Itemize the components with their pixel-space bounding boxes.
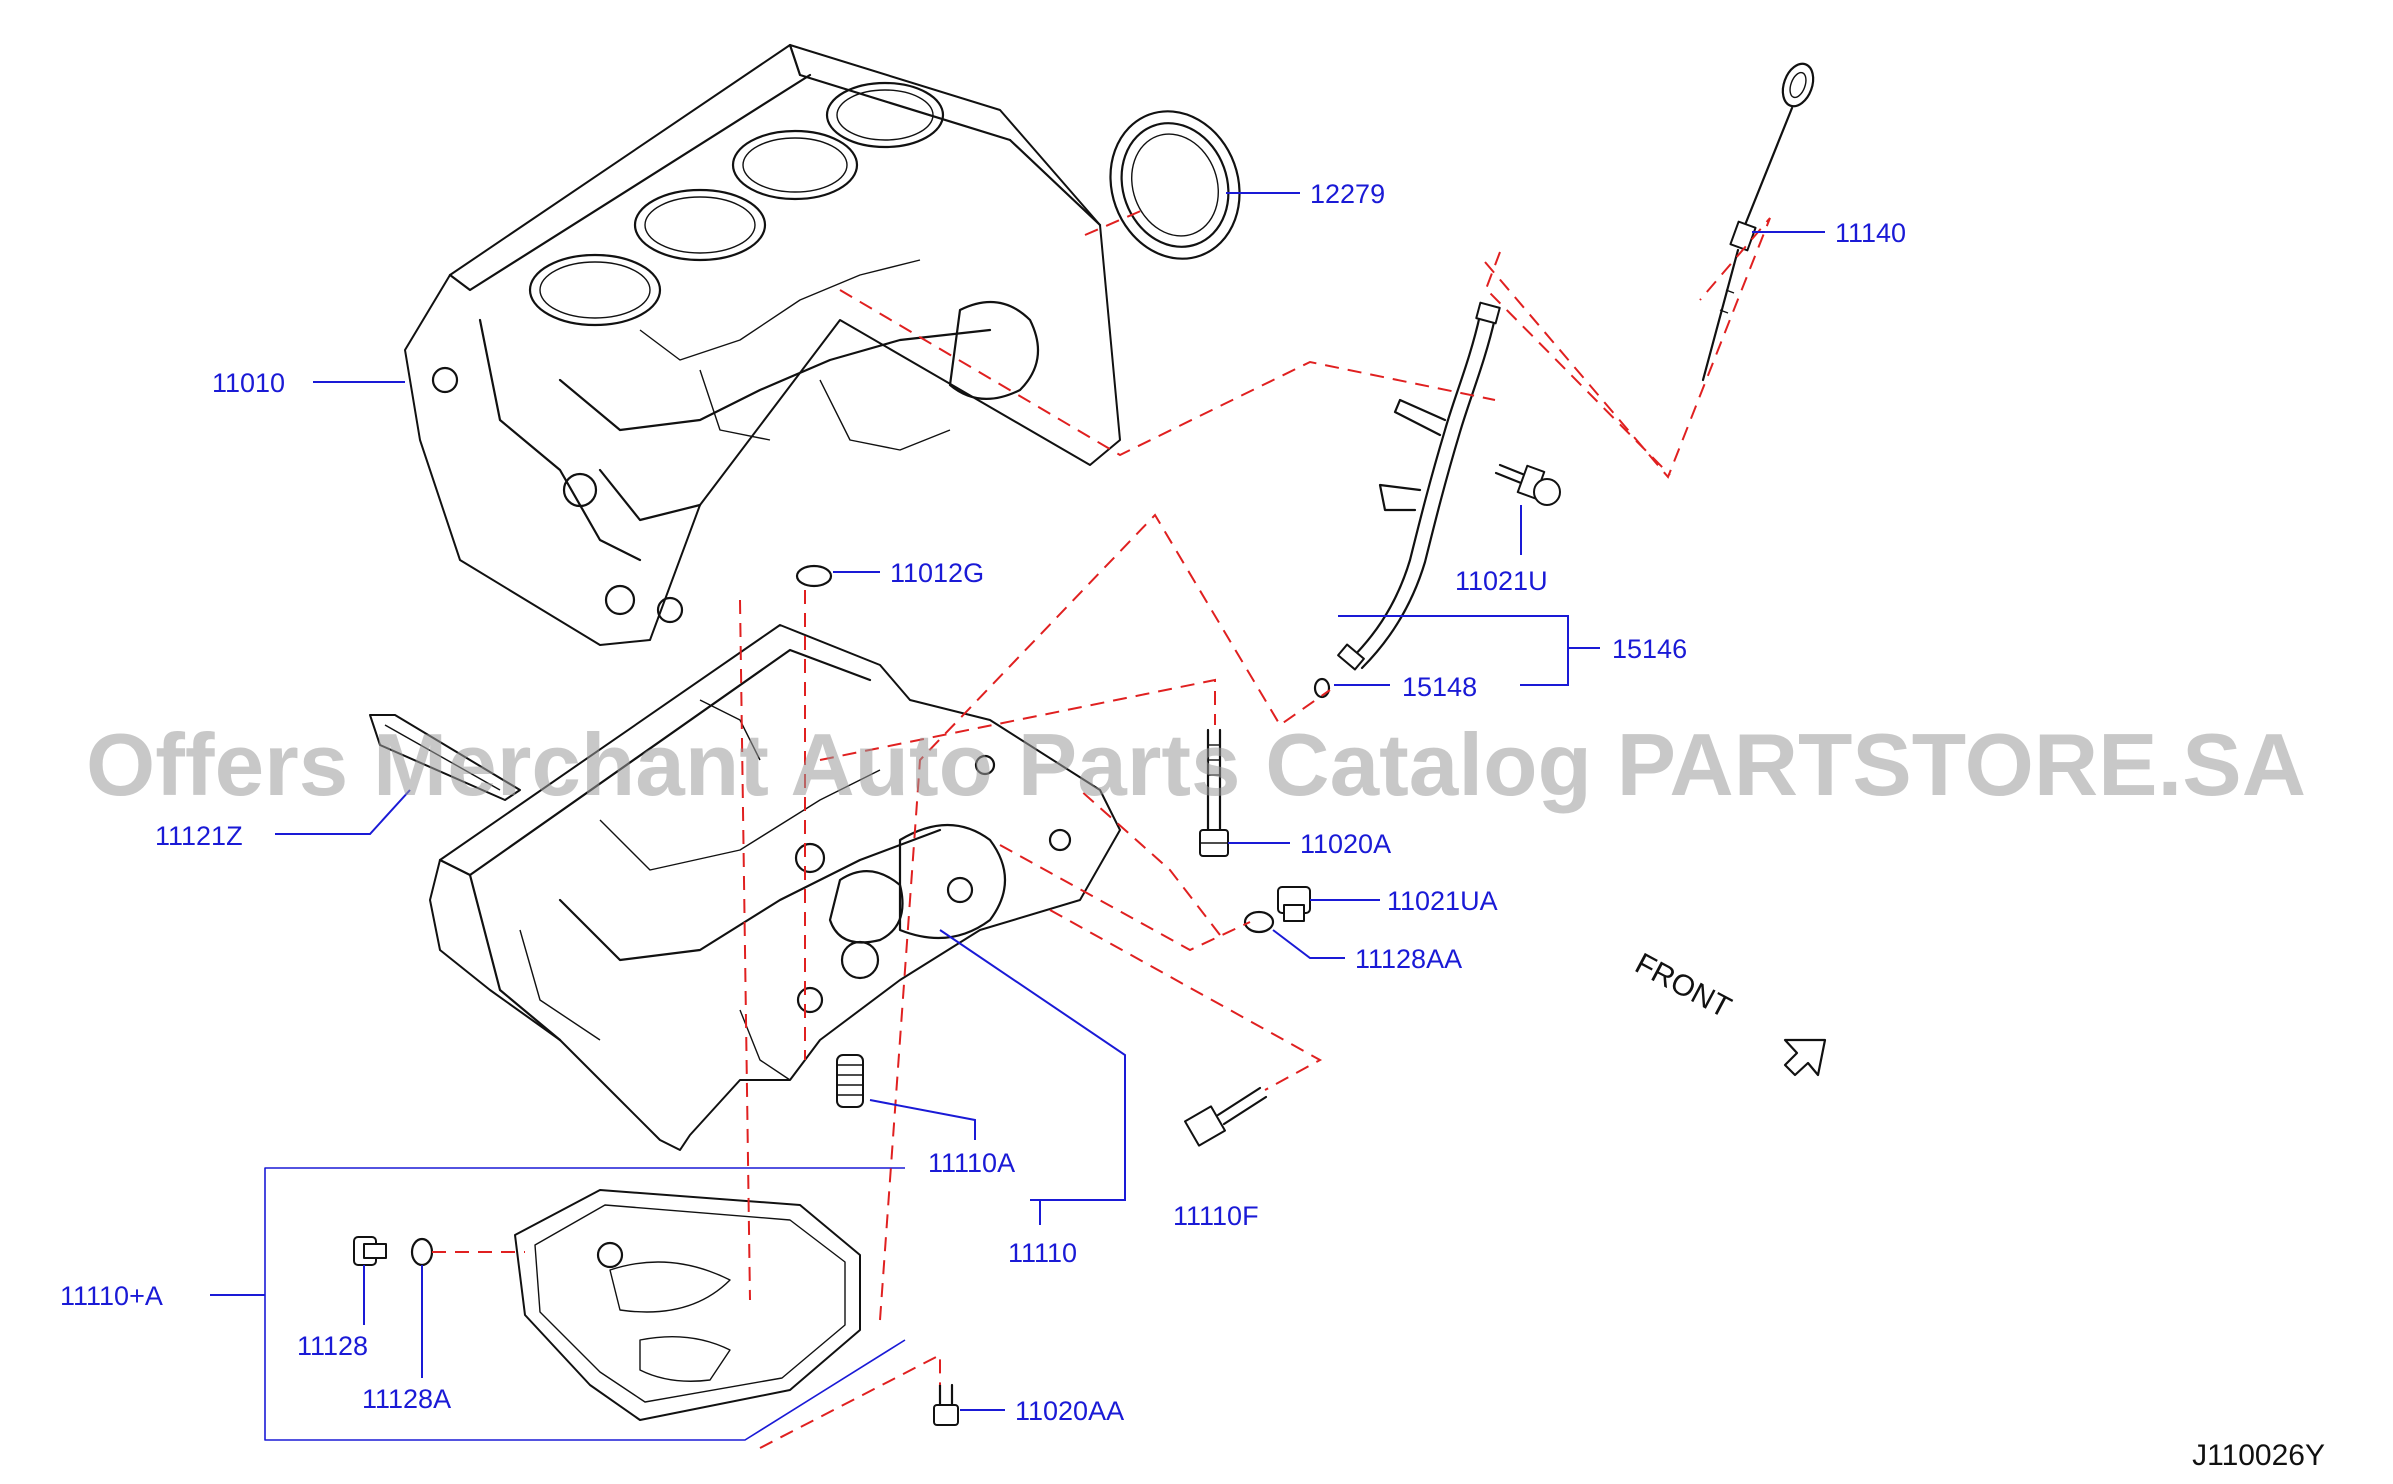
label-11020aa[interactable]: 11020AA <box>1015 1396 1124 1426</box>
part-labels: 11010 12279 11140 11012G 11021U 15146 15… <box>60 179 1906 1426</box>
bolt-11020aa-drawing[interactable] <box>933 1383 959 1426</box>
drain-plug-drawing[interactable] <box>353 1236 387 1266</box>
washer-11128aa-drawing[interactable] <box>1243 910 1275 934</box>
baffle-plate-drawing[interactable] <box>369 714 521 801</box>
bolt-11110f-drawing[interactable] <box>1184 1086 1268 1147</box>
label-11021u[interactable]: 11021U <box>1455 566 1548 596</box>
reference-lines <box>432 209 1771 1449</box>
label-11121z[interactable]: 11121Z <box>155 821 243 851</box>
oil-pan-drawing[interactable] <box>514 1189 861 1421</box>
plug-11021ua-drawing[interactable] <box>1277 886 1311 922</box>
label-12279[interactable]: 12279 <box>1310 179 1385 209</box>
watermark-text: Offers Merchant Auto Parts Catalog PARTS… <box>86 715 2306 814</box>
bolt-11021u-drawing[interactable] <box>1494 463 1561 506</box>
front-direction-indicator: FRONT <box>1630 947 1827 1077</box>
label-11110-plus-a[interactable]: 11110+A <box>60 1281 163 1311</box>
label-15146[interactable]: 15146 <box>1612 634 1687 664</box>
leader-lines <box>210 192 1825 1411</box>
o-ring-11012g-drawing[interactable] <box>795 564 833 588</box>
bolt-11020a-drawing[interactable] <box>1199 728 1229 857</box>
label-11021ua[interactable]: 11021UA <box>1387 886 1498 916</box>
label-11128a[interactable]: 11128A <box>362 1384 451 1414</box>
label-11110[interactable]: 11110 <box>1008 1238 1077 1268</box>
lower-block-drawing[interactable] <box>429 624 1121 1151</box>
front-arrow-icon <box>1783 1038 1827 1077</box>
diagram-code: J110026Y <box>2192 1439 2325 1472</box>
oil-dipstick-drawing[interactable] <box>1701 60 1819 382</box>
washer-11128a-drawing[interactable] <box>410 1237 434 1267</box>
oil-strainer-drawing[interactable] <box>836 1054 864 1108</box>
label-11020a[interactable]: 11020A <box>1300 829 1391 859</box>
label-11012g[interactable]: 11012G <box>890 558 984 588</box>
label-11140[interactable]: 11140 <box>1835 218 1906 248</box>
front-label: FRONT <box>1630 947 1737 1025</box>
oil-pan-assy-bracket <box>264 1167 906 1441</box>
dipstick-guide-drawing[interactable] <box>1313 301 1501 699</box>
label-11128aa[interactable]: 11128AA <box>1355 944 1462 974</box>
label-15148[interactable]: 15148 <box>1402 672 1477 702</box>
label-11128[interactable]: 11128 <box>297 1331 368 1361</box>
rear-oil-seal-drawing[interactable] <box>1090 93 1260 277</box>
label-11110f[interactable]: 11110F <box>1173 1201 1259 1231</box>
label-11110a[interactable]: 11110A <box>928 1148 1015 1178</box>
label-11010[interactable]: 11010 <box>212 368 285 398</box>
cylinder-block-drawing[interactable] <box>404 43 1121 646</box>
